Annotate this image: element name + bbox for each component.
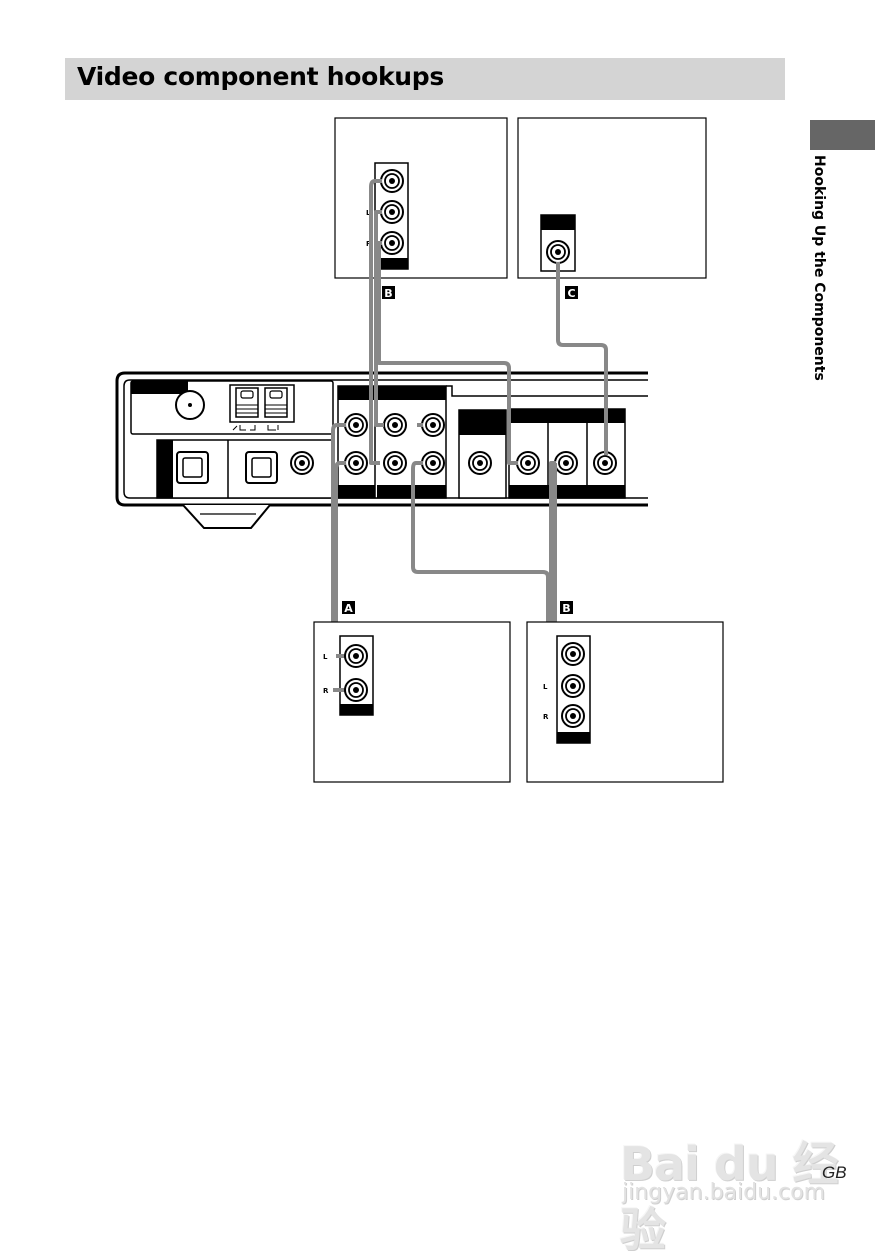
channel-label-l: L: [366, 209, 371, 217]
top-left-component-box: [334, 117, 508, 279]
section-tab-label: Hooking Up the Components: [811, 155, 827, 381]
marker-b-bottom: B: [560, 601, 573, 615]
watermark-url: jingyan.baidu.com: [622, 1180, 826, 1205]
channel-label-r-bottom-right: R: [543, 713, 549, 721]
svg-text:B: B: [384, 287, 392, 300]
marker-b-top: B: [382, 286, 395, 300]
channel-label-l-bottom-left: L: [323, 653, 328, 661]
title-bar: Video component hookups: [65, 58, 785, 100]
channel-label-l-bottom-right: L: [543, 683, 548, 691]
marker-c-top: C: [565, 286, 578, 300]
svg-text:B: B: [562, 602, 570, 615]
section-tab: [810, 120, 875, 150]
svg-text:A: A: [344, 602, 353, 615]
svg-text:C: C: [567, 287, 575, 300]
receiver-rear-panel: [115, 371, 648, 529]
page-title: Video component hookups: [77, 62, 444, 91]
marker-a-bottom: A: [342, 601, 355, 615]
page-suffix: GB: [822, 1163, 847, 1182]
watermark-logo: Bai du 经验: [620, 1137, 839, 1257]
channel-label-r-bottom-left: R: [323, 687, 329, 695]
